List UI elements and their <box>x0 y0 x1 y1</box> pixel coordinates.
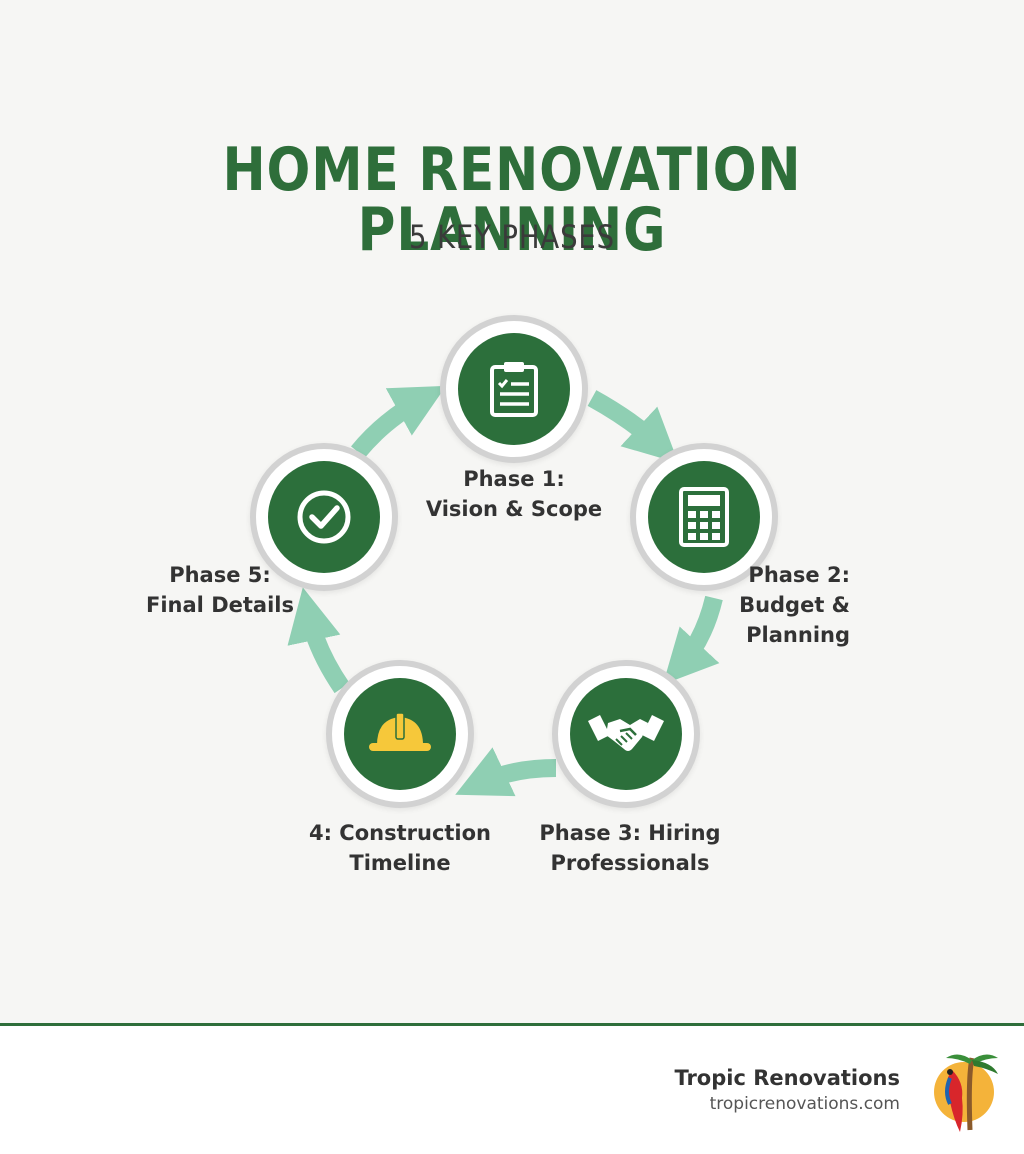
phase-2-title: Phase 2: <box>748 563 850 587</box>
phase-4-desc: Timeline <box>349 851 451 875</box>
hard-hat-icon <box>369 712 431 751</box>
tropic-renovations-logo-icon <box>934 1054 998 1132</box>
page-subtitle: 5 KEY PHASES <box>408 218 615 256</box>
phase-1-label: Phase 1: Vision & Scope <box>364 464 664 524</box>
phase-2-label: Phase 2: Budget & Planning <box>700 560 850 650</box>
phase-5-icon-circle <box>268 461 380 573</box>
phase-4-icon-circle <box>344 678 456 790</box>
arrow-3-to-4 <box>455 747 557 797</box>
phase-4-label: 4: Construction Timeline <box>280 818 520 878</box>
footer <box>0 1026 1024 1154</box>
phase-2-node <box>630 443 778 591</box>
phase-2-desc-line1: Budget & <box>739 593 850 617</box>
brand-url[interactable]: tropicrenovations.com <box>709 1094 900 1114</box>
phase-1-icon-circle <box>458 333 570 445</box>
phase-1-desc: Vision & Scope <box>425 497 603 521</box>
phase-4-title: 4: Construction <box>308 821 492 845</box>
checkmark-icon <box>297 490 351 544</box>
phase-5-desc: Final Details <box>146 593 294 617</box>
phase-5-title: Phase 5: <box>169 563 271 587</box>
phase-1-title: Phase 1: <box>463 467 565 491</box>
arrow-4-to-5 <box>287 587 350 694</box>
phase-5-node <box>250 443 398 591</box>
phase-4-node <box>326 660 474 808</box>
handshake-icon <box>588 715 664 751</box>
brand-block: Tropic Renovations tropicrenovations.com <box>674 1066 900 1114</box>
footer-divider <box>0 1023 1024 1026</box>
page-title: HOME RENOVATION PLANNING <box>222 135 802 265</box>
calculator-icon <box>679 487 729 547</box>
brand-name: Tropic Renovations <box>674 1066 900 1090</box>
phase-2-icon-circle <box>648 461 760 573</box>
phase-3-icon-circle <box>570 678 682 790</box>
phase-3-label: Phase 3: Hiring Professionals <box>500 818 760 878</box>
phase-3-title: Phase 3: Hiring <box>539 821 721 845</box>
phase-5-label: Phase 5: Final Details <box>140 560 300 620</box>
arrow-5-to-1 <box>351 385 447 458</box>
phase-3-desc: Professionals <box>550 851 710 875</box>
arrow-1-to-2 <box>587 390 679 464</box>
phase-3-node <box>552 660 700 808</box>
phase-1-node <box>440 315 588 463</box>
clipboard-icon <box>490 362 538 417</box>
arrow-2-to-3 <box>662 595 723 685</box>
phase-2-desc-line2: Planning <box>746 623 850 647</box>
